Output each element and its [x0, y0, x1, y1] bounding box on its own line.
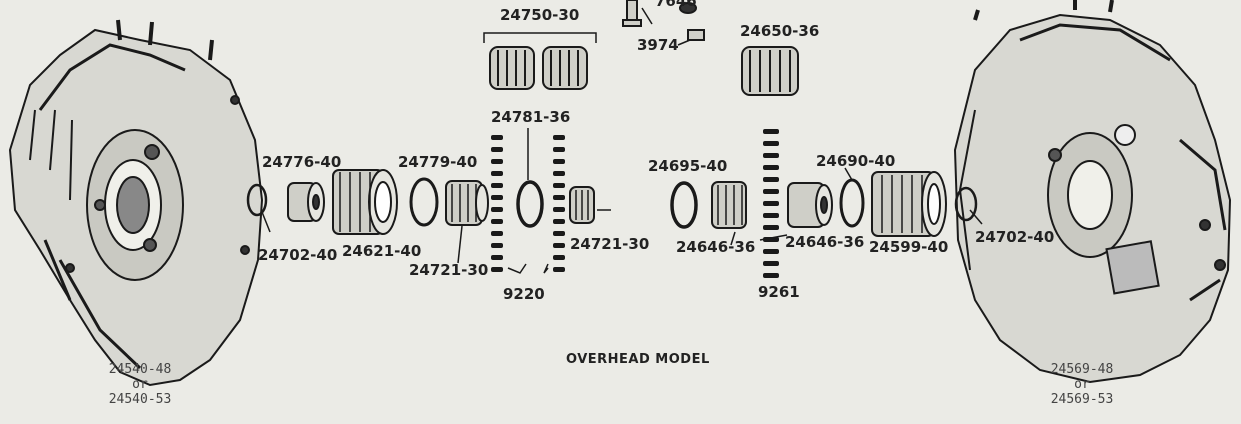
label-24721-30-right: 24721-30 — [570, 235, 650, 253]
right-case-label: 24569-48 or 24569-53 — [1022, 362, 1142, 407]
left-case-or: or — [132, 377, 148, 392]
label-24646-36-right: 24646-36 — [785, 233, 865, 251]
washer-24779-40 — [409, 177, 439, 227]
race-24621-40 — [332, 169, 398, 235]
washer-24695-40 — [670, 181, 698, 229]
left-bearing-assembly — [246, 169, 595, 235]
label-24690-40: 24690-40 — [816, 152, 896, 170]
left-case-label: 24540-48 or 24540-53 — [80, 362, 200, 407]
label-24702-40-left: 24702-40 — [258, 246, 338, 264]
ring-24702-40-left — [246, 183, 268, 217]
bearing-24721-30-right — [569, 186, 595, 224]
leader-lines — [261, 7, 983, 274]
bolt-3974 — [622, 0, 705, 41]
diagram-title: OVERHEAD MODEL — [566, 352, 710, 367]
label-24695-40: 24695-40 — [648, 157, 728, 175]
label-24621-40: 24621-40 — [342, 242, 422, 260]
left-crankcase-illustration — [8, 19, 264, 387]
label-24750-30: 24750-30 — [500, 6, 580, 24]
label-24702-40-right: 24702-40 — [975, 228, 1055, 246]
roller-bearing-24646-36-left — [711, 181, 747, 229]
label-24721-30-left: 24721-30 — [409, 261, 489, 279]
left-case-part: 24540-48 — [108, 362, 172, 377]
right-crankcase-illustration — [953, 0, 1232, 384]
label-9220: 9220 — [503, 285, 545, 303]
right-bearing-assembly — [670, 171, 978, 237]
right-case-part: 24569-48 — [1050, 362, 1114, 377]
bearing-24776-40 — [287, 182, 325, 222]
label-24650-36: 24650-36 — [740, 22, 820, 40]
label-24776-40: 24776-40 — [262, 153, 342, 171]
roller-stack-9261 — [763, 129, 779, 278]
roller-stack-9220 — [491, 135, 565, 272]
label-24781-36: 24781-36 — [491, 108, 571, 126]
bearing-pair-24750-30 — [483, 32, 597, 90]
label-24779-40: 24779-40 — [398, 153, 478, 171]
washer-24690-40 — [839, 178, 865, 228]
ring-24702-40-right — [954, 186, 978, 222]
right-case-or: or — [1074, 377, 1090, 392]
bearing-24650-36 — [741, 46, 799, 96]
label-partial-7646: 7646 — [655, 0, 697, 10]
right-case-alt: 24569-53 — [1050, 392, 1114, 407]
roller-bearing-24721-30-left — [445, 180, 489, 226]
label-24599-40: 24599-40 — [869, 238, 949, 256]
label-3974: 3974 — [637, 36, 679, 54]
washer-24781-36 — [516, 180, 544, 228]
race-24599-40 — [871, 171, 947, 237]
bearing-24646-36-right — [787, 182, 833, 228]
label-9261: 9261 — [758, 283, 800, 301]
label-24646-36-left: 24646-36 — [676, 238, 756, 256]
left-case-alt: 24540-53 — [108, 392, 172, 407]
